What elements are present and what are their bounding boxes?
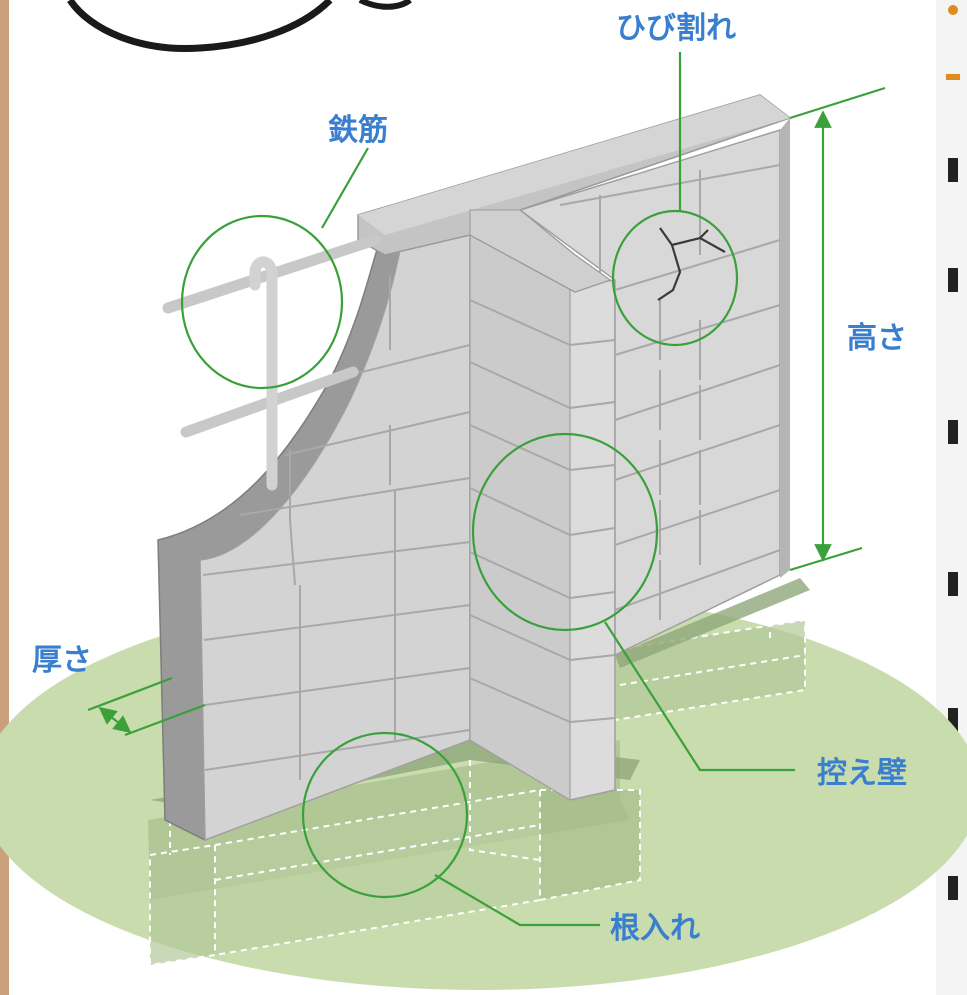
main-wall-face <box>199 234 471 842</box>
left-strip <box>0 0 9 995</box>
callout-buttress <box>471 432 659 632</box>
right-bullet-marks <box>946 5 960 900</box>
callout-crack <box>611 209 739 347</box>
buttress-grout <box>469 299 616 723</box>
callout-embedment <box>301 731 469 899</box>
label-crack: ひび割れ <box>616 11 736 46</box>
callout-circles <box>180 209 739 899</box>
leader-lines <box>321 52 795 927</box>
callout-rebar <box>180 214 344 390</box>
foundation <box>148 610 806 967</box>
label-embedment: 根入れ <box>610 911 700 946</box>
main-wall-grout <box>202 275 471 780</box>
label-thickness: 厚さ <box>32 643 92 678</box>
thickness-dimension <box>87 676 206 737</box>
crack-lines <box>657 227 726 301</box>
label-buttress: 控え壁 <box>817 756 907 791</box>
speech-bubble-fragment <box>67 0 333 52</box>
label-rebar: 鉄筋 <box>328 113 388 148</box>
right-wall-grout <box>559 164 781 620</box>
height-dimension <box>789 86 886 572</box>
rebar <box>162 234 381 491</box>
label-height: 高さ <box>847 321 907 356</box>
